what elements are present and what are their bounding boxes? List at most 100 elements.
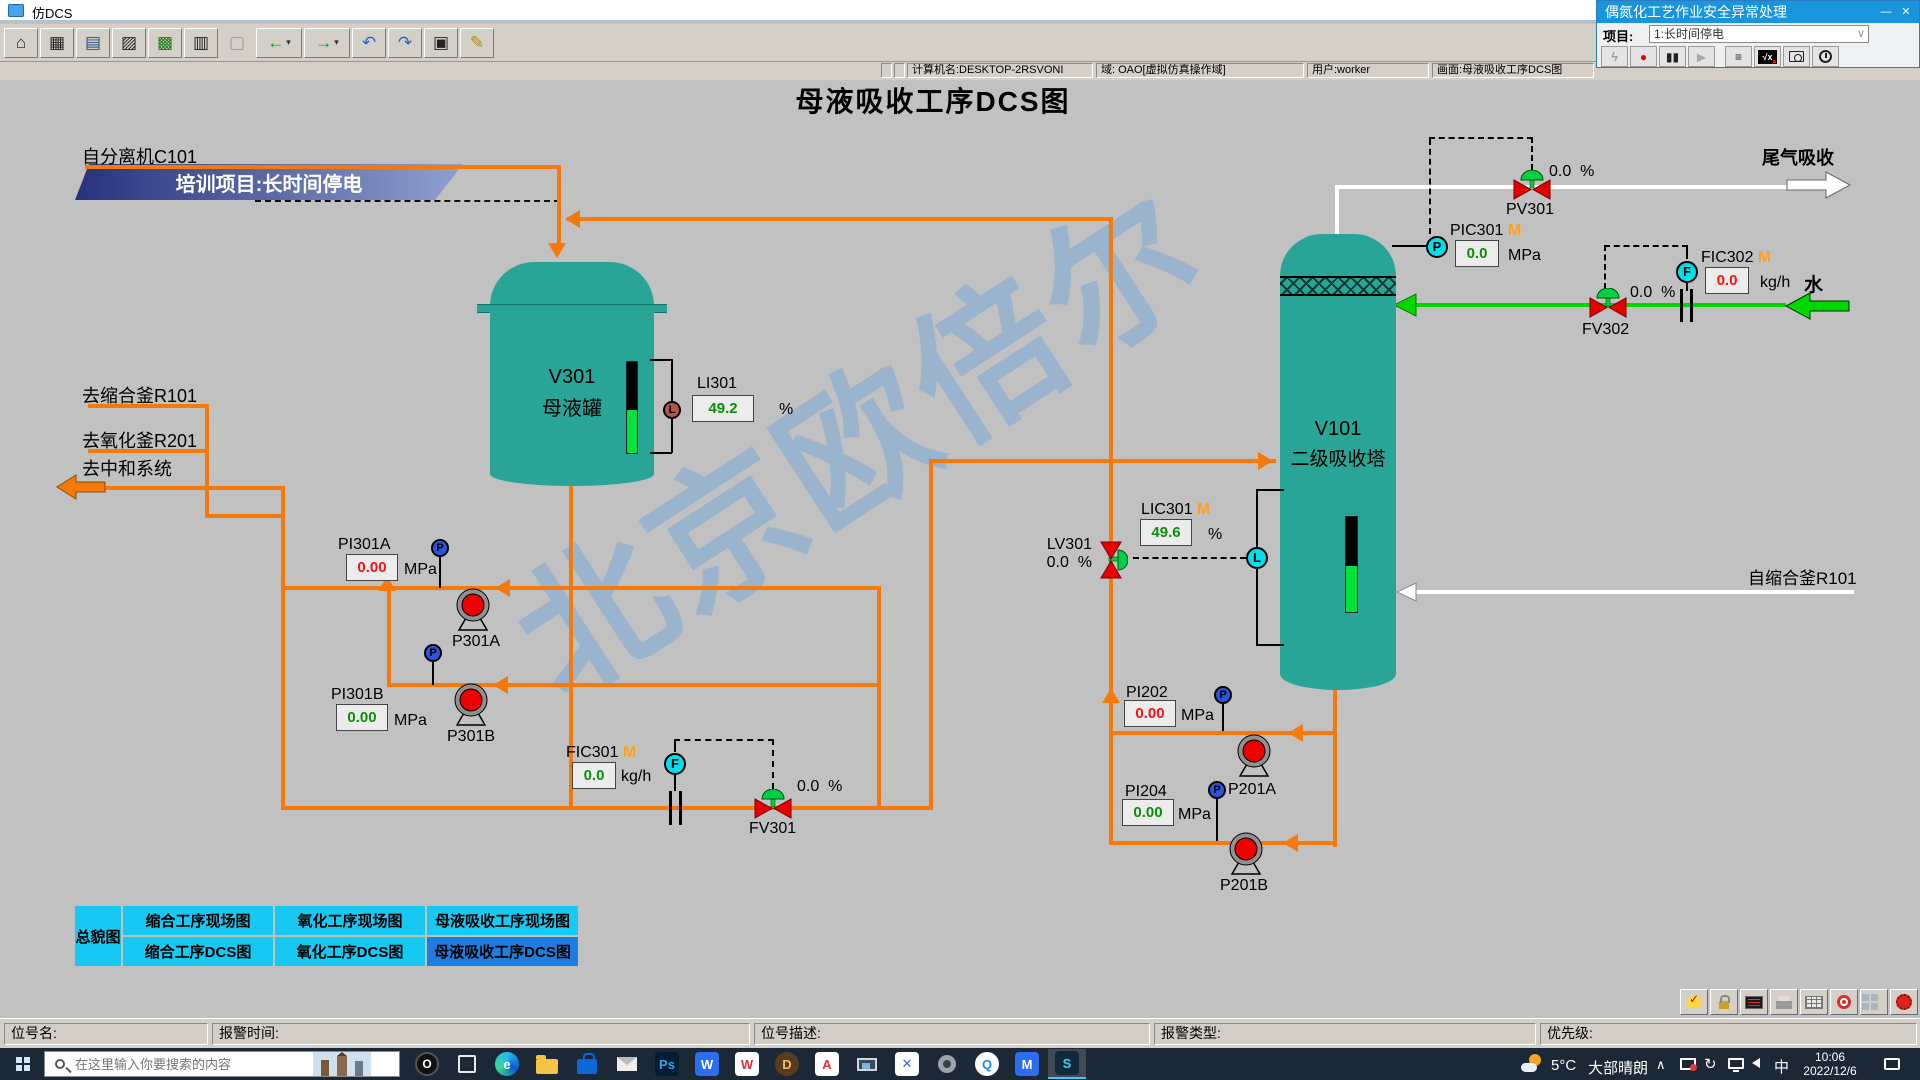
pipe-segment [281,586,881,590]
pump-p301a[interactable] [452,586,494,632]
clock-button[interactable] [1812,46,1839,67]
alarm-history-button[interactable] [1830,989,1858,1015]
page-next-button[interactable]: ↷ [388,27,422,58]
nav-yanghua-dcs[interactable]: 氧化工序DCS图 [275,937,425,966]
pi301a-value[interactable]: 0.00 [346,554,398,581]
network-icon[interactable] [1728,1058,1744,1072]
v101-tower-body[interactable] [1280,296,1396,658]
home-button[interactable]: ⌂ [4,27,38,58]
pump-p201a[interactable] [1233,732,1275,778]
formula-button[interactable]: √x [1754,46,1781,67]
taskbar-icon-qq-browser[interactable]: Q [968,1049,1006,1079]
taskbar-icon-docs[interactable]: W [688,1049,726,1079]
nav-suohe-field[interactable]: 缩合工序现场图 [123,906,273,935]
clock-time[interactable]: 10:06 [1814,1050,1846,1064]
pause-button[interactable]: ▮▮ [1659,46,1686,67]
taskbar-icon-photoshop[interactable]: Ps [648,1049,686,1079]
taskbar-icon-dcs-app-active[interactable]: S [1048,1049,1086,1079]
valve-fv302[interactable] [1588,288,1628,318]
volume-icon[interactable] [1752,1058,1760,1068]
back-button[interactable]: ←▾ [256,27,302,58]
valve-fv301[interactable] [753,789,793,819]
taskbar-icon-edge[interactable]: e [488,1049,526,1079]
pump-p201b[interactable] [1225,830,1267,876]
pi202-value[interactable]: 0.00 [1124,700,1176,727]
point-grid-button[interactable]: ▦ [40,27,74,58]
taskbar-icon-task-view[interactable] [448,1049,486,1079]
book-button[interactable]: ▣ [424,27,458,58]
start-button[interactable] [16,1057,22,1063]
taskbar-icon-wps[interactable]: W [728,1049,766,1079]
weather-icon[interactable] [1521,1054,1545,1072]
pi204-value[interactable]: 0.00 [1122,799,1174,826]
taskbar-search[interactable] [44,1051,400,1077]
weather-temp[interactable]: 5°C [1551,1057,1577,1074]
clock-date[interactable]: 2022/12/6 [1803,1064,1857,1078]
pi301b-value[interactable]: 0.00 [336,704,388,731]
weather-desc[interactable]: 大部晴朗 [1588,1060,1649,1077]
taskbar-icon-remote-desktop[interactable] [848,1049,886,1079]
info-stub-cell [881,63,892,78]
power-button[interactable]: ϟ [1601,46,1628,67]
graphics-button[interactable]: ▩ [148,27,182,58]
fic301-value[interactable]: 0.0 [572,762,616,789]
minimize-button[interactable]: — [1880,6,1892,18]
p201b-label: P201B [1220,877,1269,894]
report-table-button[interactable]: ▤ [76,27,110,58]
li301-value[interactable]: 49.2 [692,395,754,422]
search-input[interactable] [73,1055,313,1073]
nav-overview[interactable]: 总貌图 [75,906,121,966]
taskbar-icon-browser[interactable]: O [408,1049,446,1079]
nav-muye-dcs-active[interactable]: 母液吸收工序DCS图 [427,937,578,966]
search-highlight-image[interactable] [313,1052,371,1076]
tray-chevron-icon[interactable]: ∧ [1656,1057,1666,1072]
list-button[interactable]: ≡ [1725,46,1752,67]
tiles-icon [1861,994,1869,1001]
valve-lv301[interactable] [1096,540,1128,580]
process-graphic-button[interactable]: ▥ [184,27,218,58]
lock-button[interactable] [1710,989,1738,1015]
user-cell: 用户:worker [1307,63,1429,78]
monitors-icon [857,1057,877,1071]
forward-button[interactable]: →▾ [304,27,350,58]
paint-button[interactable]: ✎ [460,27,494,58]
taskbar-icon-settings[interactable] [928,1049,966,1079]
alarm-settings-button[interactable] [1890,989,1918,1015]
nav-muye-field[interactable]: 母液吸收工序现场图 [427,906,578,935]
taskbar-icon-file-explorer[interactable] [528,1049,566,1079]
taskbar-icon-m-app[interactable]: M [1008,1049,1046,1079]
red-gear-icon [1896,994,1912,1010]
pipe-segment [283,806,933,810]
taskbar-icon-adobe[interactable]: A [808,1049,846,1079]
notification-center-icon[interactable] [1884,1058,1900,1070]
tile-windows-button[interactable] [1860,989,1888,1015]
valve-pv301[interactable] [1512,170,1552,200]
screen-cast-icon[interactable] [1680,1058,1697,1071]
close-button[interactable]: ✕ [1901,6,1911,18]
taskbar-icon-store[interactable] [568,1049,606,1079]
grid-report-button[interactable] [1800,989,1828,1015]
lic301-value[interactable]: 49.6 [1140,519,1192,546]
project-select[interactable]: 1:长时间停电∨ [1649,25,1869,43]
taskbar-icon-mail[interactable] [608,1049,646,1079]
pic301-value[interactable]: 0.0 [1455,240,1499,267]
page-previous-button[interactable]: ↶ [352,27,386,58]
print-button[interactable] [1770,989,1798,1015]
play-button[interactable]: ▶ [1688,46,1715,67]
project-value: 1:长时间停电 [1654,27,1725,41]
snapshot-button[interactable] [1783,46,1810,67]
pump-p301b[interactable] [450,681,492,727]
ime-indicator[interactable]: 中 [1774,1059,1790,1076]
display-button[interactable] [1740,989,1768,1015]
record-button[interactable]: ● [1630,46,1657,67]
nav-suohe-dcs[interactable]: 缩合工序DCS图 [123,937,273,966]
taskbar-icon-xtool[interactable]: ✕ [888,1049,926,1079]
water-block-arrow [1784,292,1850,320]
grid-icon: ▦ [48,32,66,52]
nav-yanghua-field[interactable]: 氧化工序现场图 [275,906,425,935]
sync-icon[interactable]: ↻ [1704,1056,1717,1073]
taskbar-icon-game[interactable]: D [768,1049,806,1079]
fic302-value[interactable]: 0.0 [1705,267,1749,294]
ack-alarm-button[interactable]: ✓ [1680,989,1708,1015]
trend-chart-button[interactable]: ▨ [112,27,146,58]
